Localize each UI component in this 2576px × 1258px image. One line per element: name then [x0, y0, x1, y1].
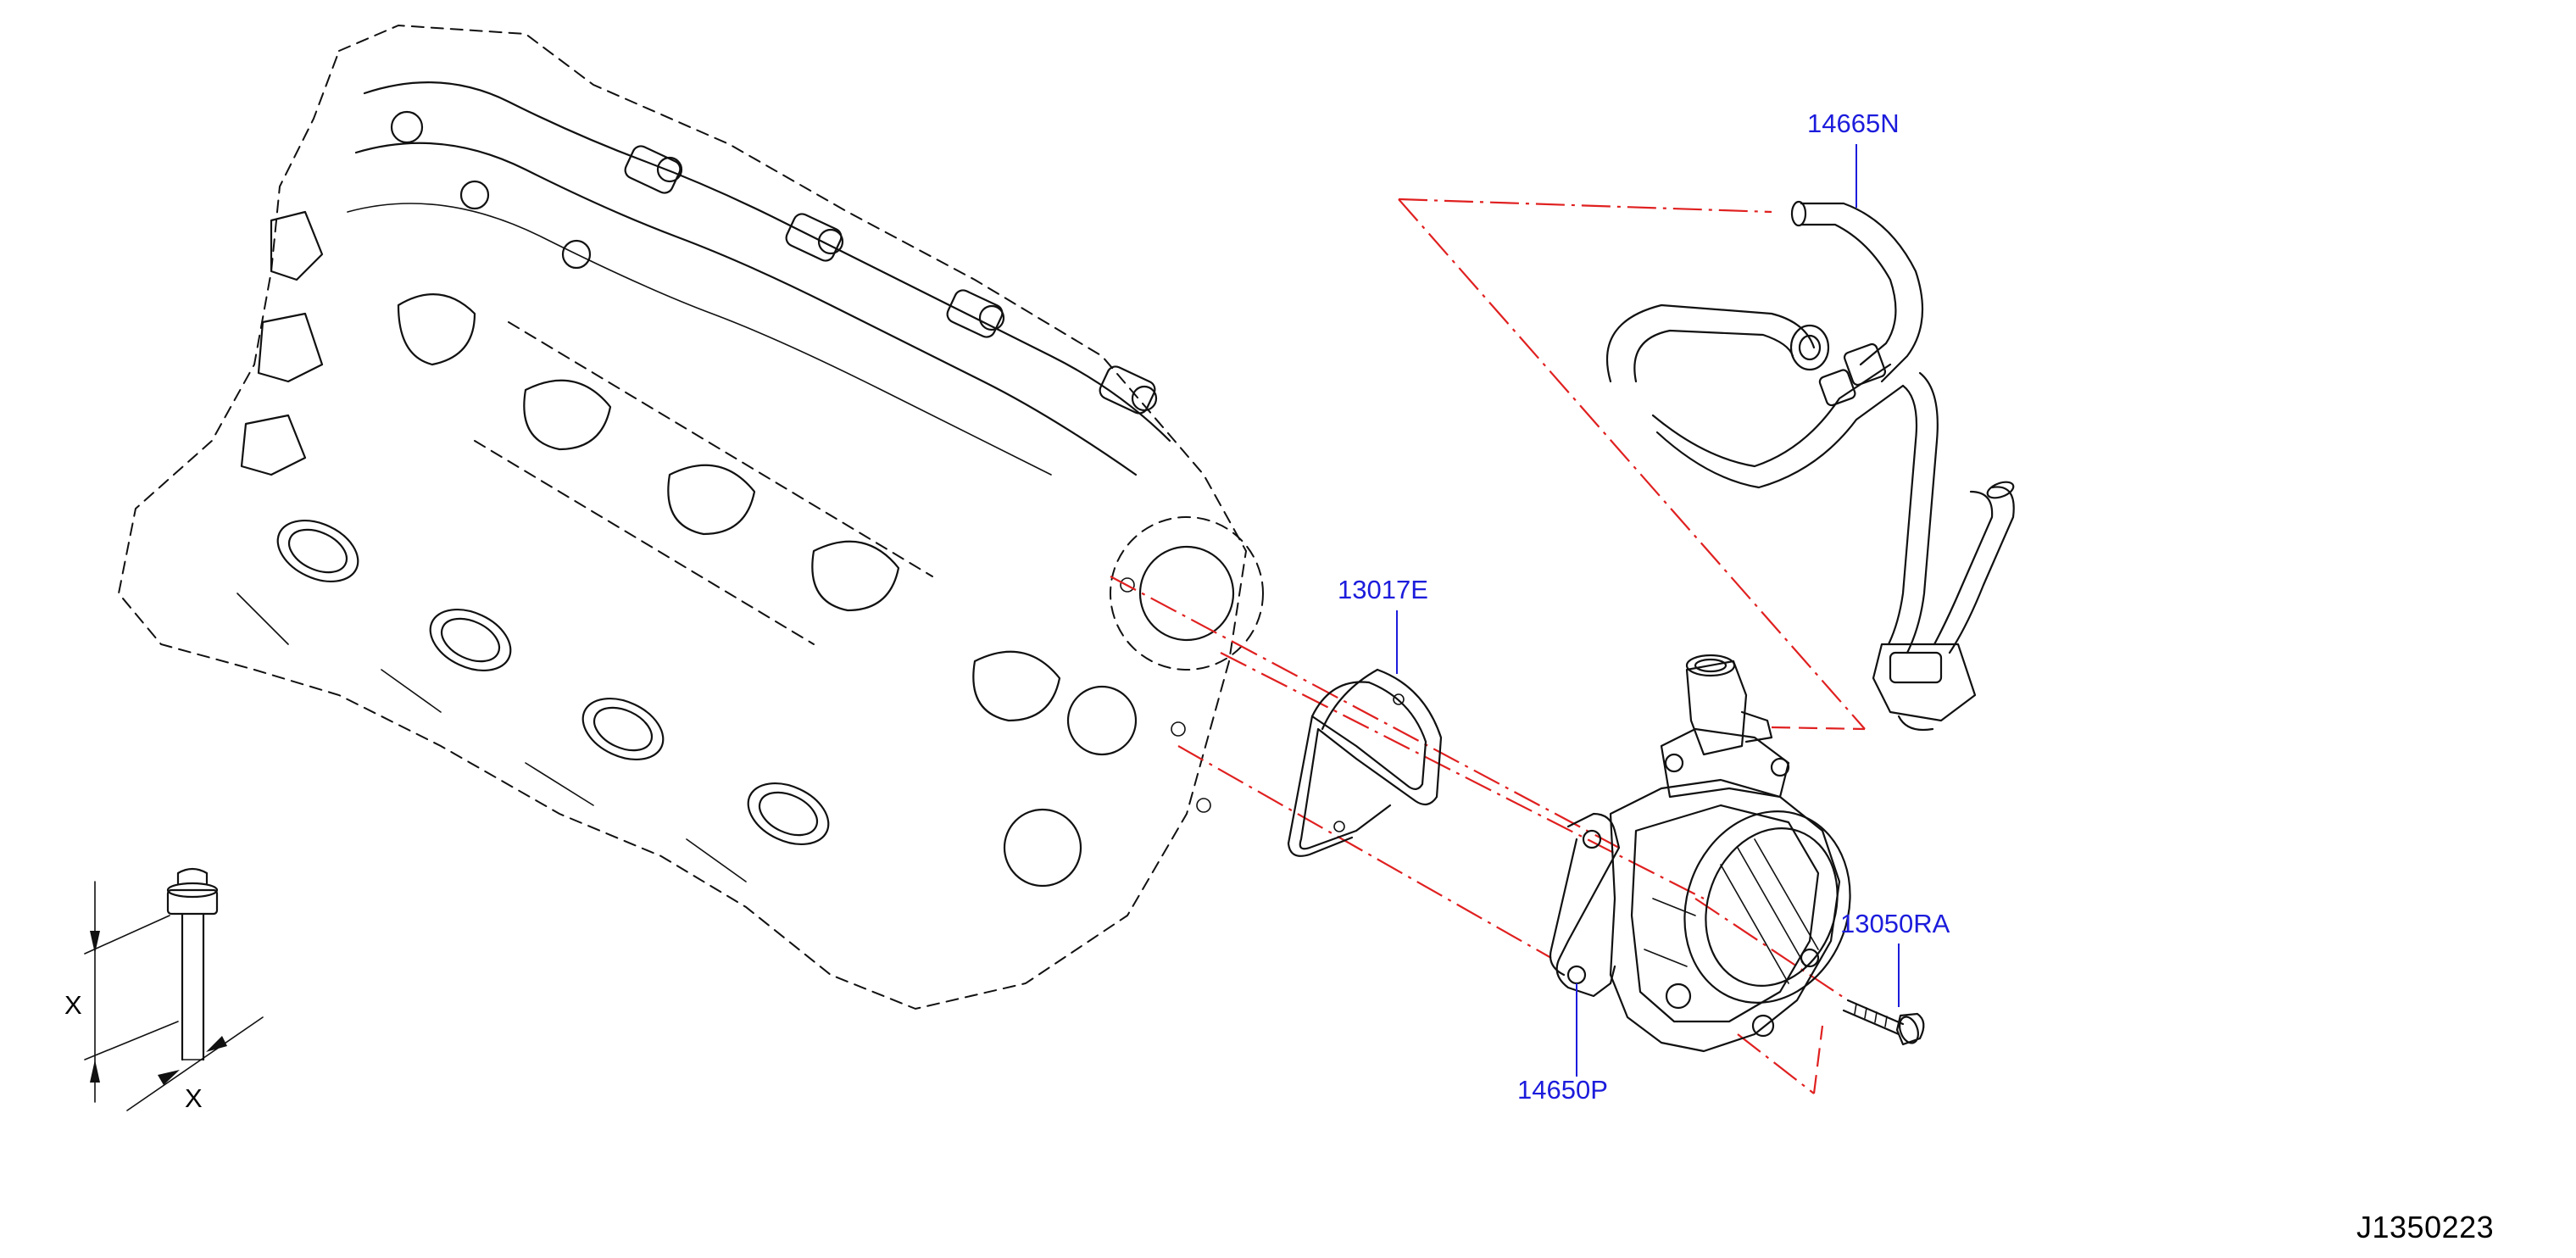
vacuum-hose-drawing — [1606, 200, 2015, 732]
part-label-vacuum-hose[interactable]: 14665N — [1807, 109, 1900, 138]
cam-caps — [390, 110, 1158, 415]
bolt-drawing — [1842, 999, 1925, 1046]
gasket-drawing — [1287, 668, 1443, 857]
part-callouts: 14665N 13017E 13050RA 14650P — [1338, 109, 1950, 1105]
part-label-gasket[interactable]: 13017E — [1338, 575, 1428, 604]
length-dimension-label: X — [64, 990, 82, 1020]
vacuum-pump-drawing — [1549, 654, 1851, 1053]
bolt-dimension-reference: X X — [64, 867, 264, 1113]
diameter-dimension-label: X — [185, 1083, 203, 1113]
assembly-guide-lines — [1110, 198, 1866, 1094]
part-label-bolt[interactable]: 13050RA — [1840, 909, 1950, 938]
cylinder-head-drawing — [117, 24, 1264, 1010]
port-openings — [276, 520, 830, 845]
part-label-vacuum-pump[interactable]: 14650P — [1517, 1075, 1608, 1105]
illustration-code: J1350223 — [2356, 1210, 2494, 1244]
